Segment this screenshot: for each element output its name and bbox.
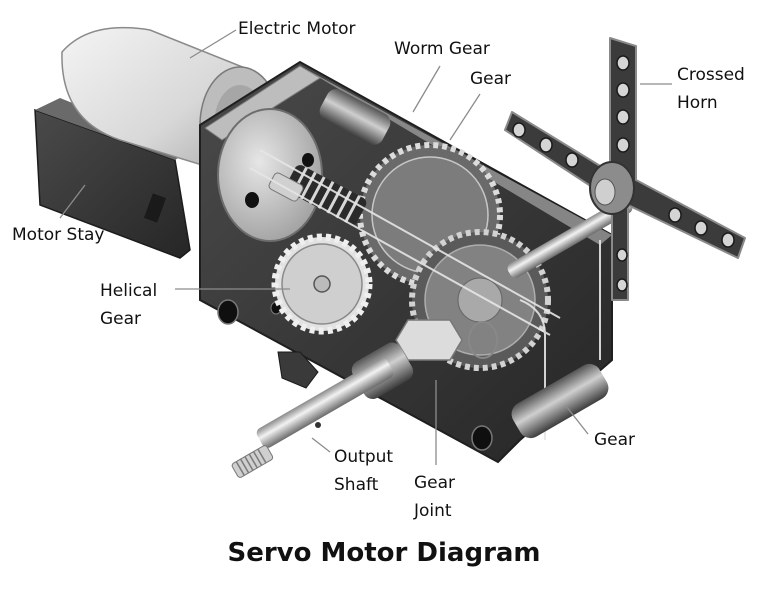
- label-gear-top: Gear: [470, 69, 512, 89]
- leader-gear-top: [449, 93, 481, 141]
- label-electric-motor: Electric Motor: [238, 19, 356, 39]
- helical-gear: [271, 233, 373, 335]
- label-gear-joint-line2: Joint: [414, 501, 452, 521]
- lower-support-rod: [511, 363, 609, 439]
- diagram-title: Servo Motor Diagram: [227, 538, 541, 568]
- leader-gear-bottom: [565, 405, 589, 435]
- label-crossed-horn-line1: Crossed: [677, 65, 745, 85]
- label-gear-bottom: Gear: [594, 430, 636, 450]
- worm-gear: [268, 165, 367, 225]
- leader-output-shaft: [311, 437, 331, 453]
- leader-motor-stay: [59, 184, 86, 219]
- crossed-horn: [504, 37, 746, 301]
- horn-shaft: [507, 198, 633, 278]
- housing-frame-outline: [249, 149, 601, 440]
- upper-support-rod: [319, 89, 391, 145]
- gear-joint: [395, 319, 498, 361]
- label-motor-stay: Motor Stay: [12, 225, 105, 245]
- motor-flange-disc: [217, 108, 323, 242]
- mounting-hole: [217, 299, 239, 325]
- leader-worm-gear: [412, 65, 441, 113]
- label-helical-gear-line1: Helical: [100, 281, 158, 301]
- leader-lines: [59, 29, 672, 465]
- label-output-shaft-line2: Shaft: [334, 475, 379, 495]
- mounting-tab: [277, 351, 319, 389]
- label-worm-gear: Worm Gear: [394, 39, 490, 59]
- output-shaft: [231, 342, 414, 478]
- label-crossed-horn-line2: Horn: [677, 93, 718, 113]
- label-gear-joint-line1: Gear: [414, 473, 456, 493]
- mounting-hole: [471, 425, 493, 451]
- label-helical-gear-line2: Gear: [100, 309, 142, 329]
- leader-electric-motor: [189, 29, 237, 59]
- label-output-shaft-line1: Output: [334, 447, 394, 467]
